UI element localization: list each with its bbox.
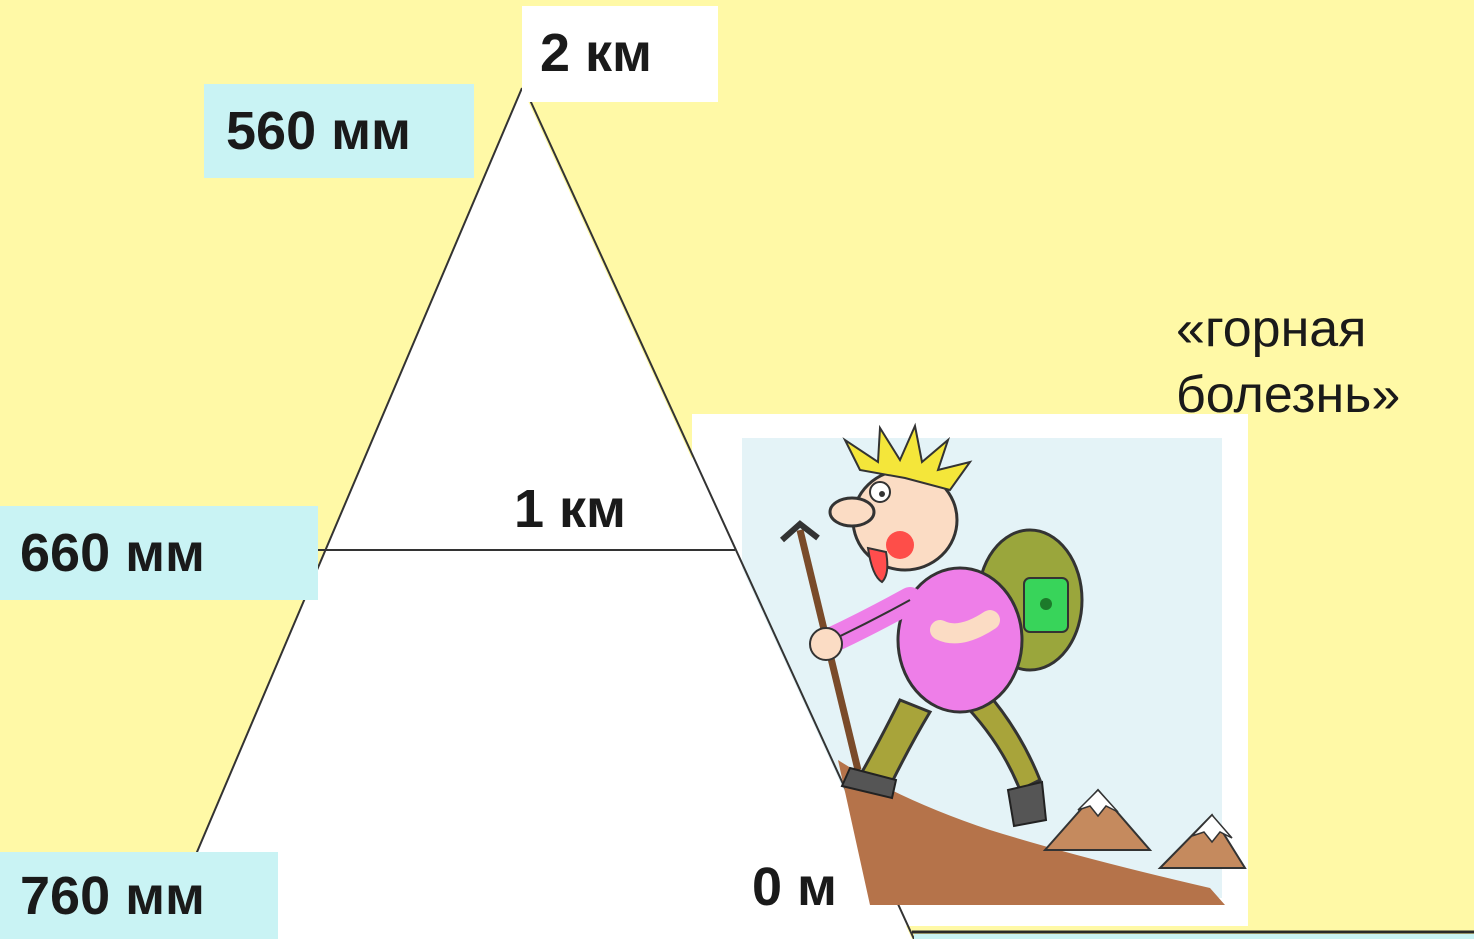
altitude-top-label: 2 км [540, 23, 653, 83]
pressure-middle-box: 660 мм [0, 506, 318, 600]
caption-line-1: «горная [1176, 300, 1367, 358]
pressure-base-label: 760 мм [20, 865, 205, 926]
pressure-base-box: 760 мм [0, 852, 278, 939]
mountain-sickness-caption: «горная болезнь» [1176, 296, 1400, 428]
pressure-top-box: 560 мм [204, 84, 474, 178]
altitude-middle-label: 1 км [514, 479, 627, 539]
altitude-top-box [522, 6, 718, 102]
mountain-triangle [160, 88, 912, 939]
altitude-base-label: 0 м [752, 857, 837, 917]
hiker-illustration [780, 422, 1247, 905]
pressure-middle-label: 660 мм [20, 523, 205, 583]
pressure-top-label: 560 мм [226, 101, 411, 161]
caption-line-2: болезнь» [1176, 366, 1401, 424]
